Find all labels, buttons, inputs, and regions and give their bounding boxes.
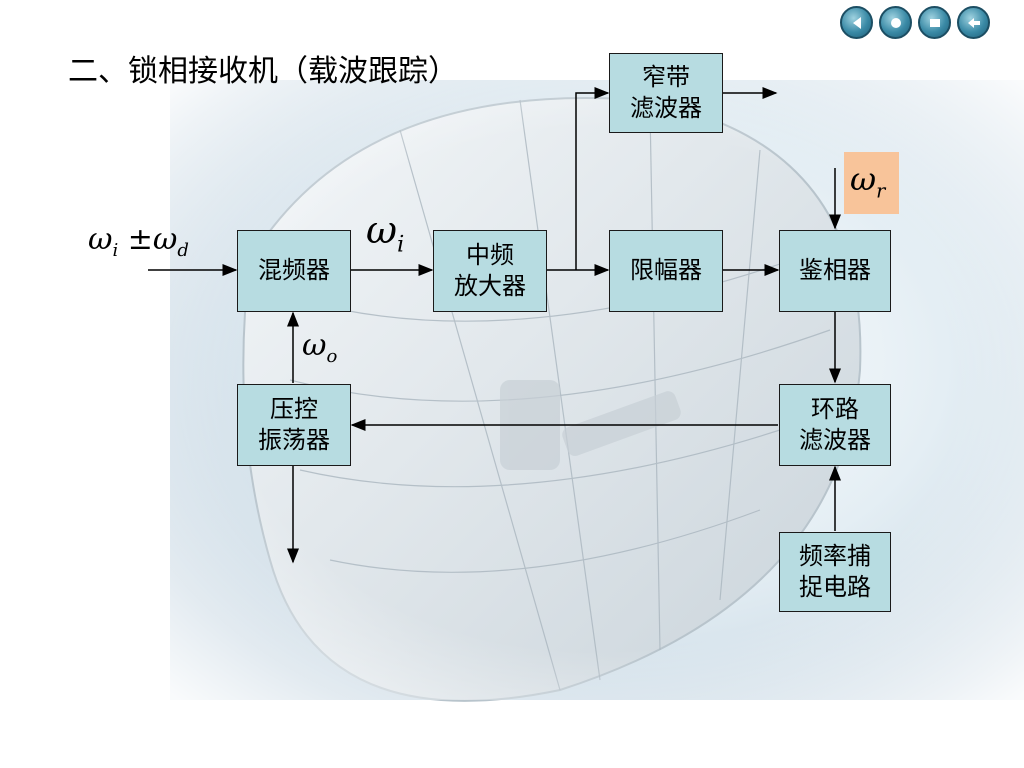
slide-title: 二、锁相接收机（载波跟踪） (68, 54, 458, 89)
prev-icon[interactable] (840, 6, 873, 39)
limiter-block: 限幅器 (609, 230, 723, 312)
home-icon[interactable] (879, 6, 912, 39)
loop-filter-block: 环路 滤波器 (779, 384, 891, 466)
if-signal-label: ωi (366, 208, 405, 258)
input-signal-label: ωi ±ωd (88, 222, 189, 261)
reference-signal-highlight (844, 152, 899, 214)
back-icon[interactable] (957, 6, 990, 39)
end-icon[interactable] (918, 6, 951, 39)
if-to-narrowband-arrow (575, 87, 610, 270)
frequency-capture-block: 频率捕 捉电路 (779, 532, 891, 612)
reference-signal-label: ωr (850, 160, 886, 203)
mixer-block: 混频器 (237, 230, 351, 312)
if-amplifier-block: 中频 放大器 (433, 230, 547, 312)
narrowband-filter-block: 窄带 滤波器 (609, 53, 723, 133)
slide-navigation (840, 6, 990, 39)
vco-block: 压控 振荡器 (237, 384, 351, 466)
vco-signal-label: ωo (302, 328, 338, 367)
phase-detector-block: 鉴相器 (779, 230, 891, 312)
